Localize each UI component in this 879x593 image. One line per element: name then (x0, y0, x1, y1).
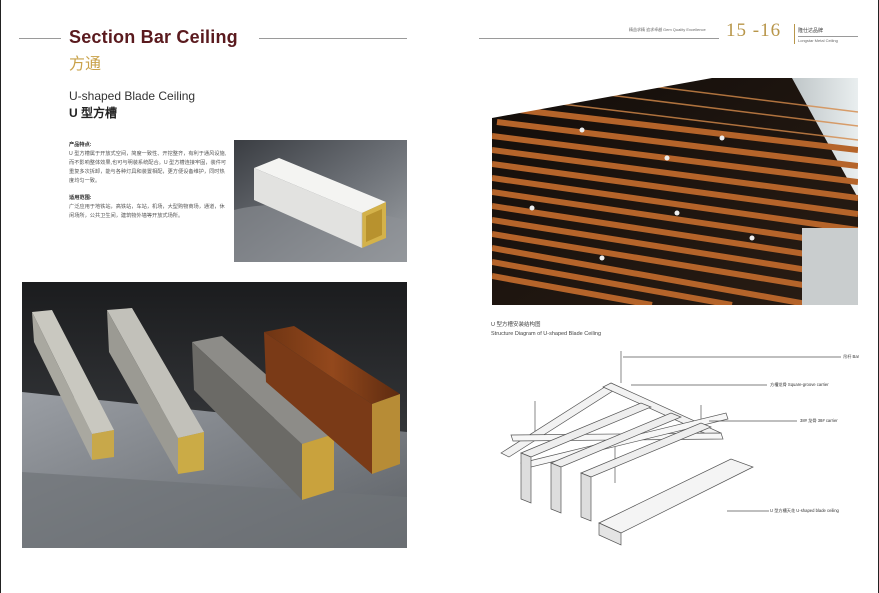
header-rule-left (19, 38, 61, 39)
structure-diagram (491, 343, 861, 553)
callout-square-groove-carrier: 方槽龙骨 Square-groove carrier (770, 382, 829, 387)
diagram-title: U 型方槽安装结构图 Structure Diagram of U-shaped… (491, 321, 601, 339)
slogan-cn: 精益求精 追求卓越 (629, 27, 663, 32)
finishes-photo (22, 282, 407, 548)
brand-name-en: Longstar Metal Ceiling (798, 38, 838, 43)
usage-text: 广泛应用于地铁站，高铁站，车站，机场，大型购物商场，通道，休闲场所，公共卫生间，… (69, 204, 225, 219)
page-title-cn: 方通 (69, 56, 102, 73)
product-subtitle: U-shaped Blade Ceiling (69, 89, 196, 103)
callout-38-carrier: 38# 龙骨 38# carrier (800, 418, 838, 423)
slogan-en: Gem Quality Excellence (663, 27, 706, 32)
installed-ceiling-photo (492, 78, 858, 305)
page-title: Section Bar Ceiling (69, 27, 238, 47)
features-heading: 产品特点: (69, 142, 92, 148)
page-numbers: 15 -16 (726, 20, 782, 41)
callout-u-blade-ceiling: U 型方槽天花 U-shaped blade ceiling (770, 508, 839, 513)
usage-heading: 适用范围: (69, 195, 92, 201)
header-divider (794, 24, 795, 44)
header-rule-left-2 (259, 38, 407, 39)
callout-bar: 吊杆 Bar (843, 354, 860, 359)
features-text: U 型方槽属于开放式空间，简度一致性、开挖整齐，有利于通风设施,而不影响整体效果… (69, 151, 227, 184)
white-u-bar-photo (234, 140, 407, 262)
brand-name-cn: 隆仕达品牌 (798, 28, 824, 34)
diagram-title-cn: U 型方槽安装结构图 (491, 322, 541, 328)
header-rule-right (479, 38, 719, 39)
brand-rule (798, 36, 858, 37)
product-description: 产品特点: U 型方槽属于开放式空间，简度一致性、开挖整齐，有利于通风设施,而不… (69, 141, 227, 221)
product-subtitle-cn: U 型方槽 (69, 106, 118, 120)
diagram-title-en: Structure Diagram of U-shaped Blade Ceil… (491, 331, 602, 337)
